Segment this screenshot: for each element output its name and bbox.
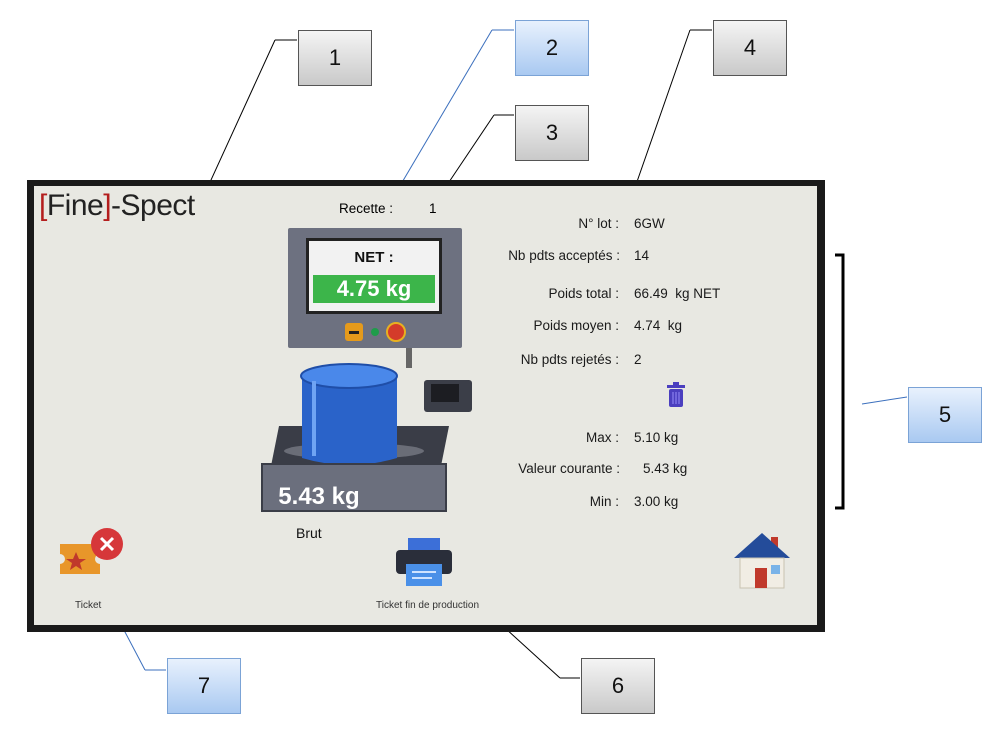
ticket-cancel-icon <box>60 528 123 574</box>
min-value: 3.00 kg <box>634 494 679 509</box>
callout-5: 5 <box>908 387 982 443</box>
logo-open-bracket: [ <box>39 189 47 222</box>
callout-4: 4 <box>713 20 787 76</box>
bucket-rim <box>300 363 398 389</box>
gross-weight-label: Brut <box>296 525 322 541</box>
max-value: 5.10 kg <box>634 430 679 445</box>
accepted-products-value: 14 <box>634 248 650 263</box>
average-weight-label: Poids moyen : <box>533 318 619 333</box>
gross-weight-value: 5.43 kg <box>278 483 360 510</box>
net-weight-value: 4.75 kg <box>313 275 435 303</box>
accepted-products-label: Nb pdts acceptés : <box>508 248 620 263</box>
logo-brand: Fine <box>46 189 104 222</box>
trash-icon[interactable] <box>665 382 687 408</box>
ticket-cancel-button[interactable]: Ticket <box>56 526 126 611</box>
min-label: Min : <box>589 494 619 509</box>
recipe-label: Recette : <box>339 201 394 216</box>
end-of-production-ticket-label: Ticket fin de production <box>376 600 480 611</box>
callout-2: 2 <box>515 20 589 76</box>
callout-6: 6 <box>581 658 655 714</box>
lot-number-value: 6GW <box>634 216 665 231</box>
touchscreen-display: [Fine]-Spect Recette : 1 NET : 4.75 kg <box>34 186 817 625</box>
max-label: Max : <box>585 430 619 445</box>
blue-bucket <box>302 376 397 465</box>
current-value-value: 5.43 kg <box>643 461 688 476</box>
fine-spect-logo: [Fine]-Spect <box>39 189 195 223</box>
logo-close-bracket: ] <box>103 189 112 222</box>
touchscreen-bezel: [Fine]-Spect Recette : 1 NET : 4.75 kg <box>27 180 825 632</box>
status-led-icon <box>371 328 379 336</box>
scale-indicator-head: NET : 4.75 kg <box>288 228 462 348</box>
rejected-products-label: Nb pdts rejetés : <box>520 352 619 367</box>
printer-slot <box>431 384 459 402</box>
scale-post <box>406 348 412 368</box>
scale-base <box>261 463 447 512</box>
callout-3: 3 <box>515 105 589 161</box>
current-value-label: Valeur courante : <box>518 461 620 476</box>
stop-switch-icon <box>345 323 363 341</box>
net-label: NET : <box>354 249 394 266</box>
total-weight-label: Poids total : <box>548 286 619 301</box>
average-weight-value: 4.74 kg <box>634 318 683 333</box>
scale-platform-illustration <box>261 348 472 512</box>
emergency-stop-icon <box>386 322 406 342</box>
logo-suffix: -Spect <box>111 189 195 222</box>
lot-number-label: N° lot : <box>578 216 619 231</box>
rejected-products-value: 2 <box>634 352 642 367</box>
total-weight-value: 66.49 kg NET <box>634 286 721 301</box>
net-weight-display: NET : 4.75 kg <box>306 238 442 314</box>
callout-1: 1 <box>298 30 372 86</box>
home-icon[interactable] <box>731 531 793 591</box>
recipe-value: 1 <box>429 201 437 216</box>
end-of-production-ticket-button[interactable]: Ticket fin de production <box>364 536 484 616</box>
printer-icon <box>396 538 452 586</box>
callout-7: 7 <box>167 658 241 714</box>
ticket-label: Ticket <box>75 600 102 611</box>
